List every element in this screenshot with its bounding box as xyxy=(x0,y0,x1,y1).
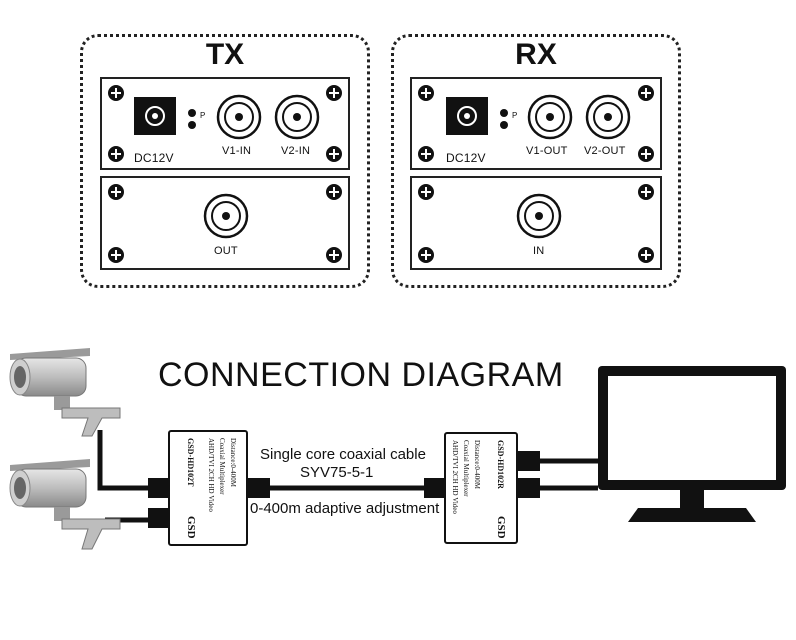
screw-icon xyxy=(638,184,654,200)
cctv-camera-icon xyxy=(9,348,121,437)
tx-panel-title: TX xyxy=(205,38,245,71)
tx-back-face: OUT xyxy=(100,176,350,270)
rx-device-desc1: AHD/TVI 2CH HD Video xyxy=(451,440,459,514)
tx-power-label: DC12V xyxy=(134,151,174,165)
cctv-camera-icon xyxy=(9,459,121,550)
screw-icon xyxy=(108,85,124,101)
tx-device-model: GSD-HD102T xyxy=(186,438,195,487)
bnc-connector-icon xyxy=(203,193,249,239)
tx-device: GSD-HD102T AHD/TVI 2CH HD Video Coaxial … xyxy=(168,430,248,546)
rx-device: AHD/TVI 2CH HD Video Coaxial Multiplexer… xyxy=(444,432,518,544)
screw-icon xyxy=(326,85,342,101)
bnc-plug-icon xyxy=(148,478,170,498)
dc-jack-icon xyxy=(446,97,488,135)
tx-panel-frame xyxy=(80,34,370,288)
screw-icon xyxy=(108,184,124,200)
screw-icon xyxy=(418,247,434,263)
camera1-cable xyxy=(97,430,152,491)
bnc-plug-icon xyxy=(248,478,270,498)
diagram-heading: CONNECTION DIAGRAM xyxy=(158,356,564,394)
distance-caption: 0-400m adaptive adjustment xyxy=(250,500,440,517)
rx-device-brand: GSD xyxy=(495,516,507,539)
bnc-plug-icon xyxy=(516,451,540,471)
screw-icon xyxy=(418,184,434,200)
tx-led-label: P xyxy=(200,111,206,120)
rx-back-face: IN xyxy=(410,176,662,270)
bnc-connector-icon xyxy=(216,94,262,140)
power-led-icon xyxy=(188,121,196,129)
tx-input1-label: V1-IN xyxy=(222,145,252,157)
rx-device-desc2: Coaxial Multiplexer xyxy=(462,440,470,497)
power-led-icon xyxy=(500,121,508,129)
rx-led-label: P xyxy=(512,111,518,120)
bnc-plug-icon xyxy=(424,478,446,498)
cable-caption-line1: Single core coaxial cable xyxy=(260,446,426,463)
rx-output1-label: V1-OUT xyxy=(526,145,568,157)
screw-icon xyxy=(638,247,654,263)
bnc-plug-icon xyxy=(516,478,540,498)
screw-icon xyxy=(326,146,342,162)
rx-power-label: DC12V xyxy=(446,151,486,165)
rx-input-label: IN xyxy=(533,245,545,257)
tx-output-label: OUT xyxy=(214,245,238,257)
screw-icon xyxy=(638,146,654,162)
bnc-connector-icon xyxy=(516,193,562,239)
screw-icon xyxy=(418,85,434,101)
tx-device-desc3: Distance:0-400M xyxy=(229,438,237,487)
tx-input2-label: V2-IN xyxy=(281,145,311,157)
rx-panel-frame xyxy=(391,34,681,288)
bnc-plug-icon xyxy=(148,508,170,528)
rx-device-model: GSD-HD102R xyxy=(496,440,505,489)
bnc-connector-icon xyxy=(274,94,320,140)
tx-device-desc2: Coaxial Multiplexer xyxy=(218,438,226,495)
tx-device-desc1: AHD/TVI 2CH HD Video xyxy=(207,438,215,512)
power-led-icon xyxy=(188,109,196,117)
tx-device-brand: GSD xyxy=(185,516,197,539)
screw-icon xyxy=(108,146,124,162)
rx-device-desc3: Distance:0-400M xyxy=(473,440,481,489)
rx-panel-title: RX xyxy=(515,38,557,71)
dc-jack-icon xyxy=(134,97,176,135)
power-led-icon xyxy=(500,109,508,117)
screw-icon xyxy=(108,247,124,263)
rx-front-face: DC12V P V1-OUT V2-OUT xyxy=(410,77,662,170)
screw-icon xyxy=(638,85,654,101)
monitor-icon xyxy=(598,366,786,522)
screw-icon xyxy=(418,146,434,162)
cable-caption-line2: SYV75-5-1 xyxy=(300,464,374,481)
rx-output2-label: V2-OUT xyxy=(584,145,626,157)
bnc-connector-icon xyxy=(527,94,573,140)
screw-icon xyxy=(326,247,342,263)
tx-front-face: DC12V P V1-IN V2-IN xyxy=(100,77,350,170)
bnc-connector-icon xyxy=(585,94,631,140)
screw-icon xyxy=(326,184,342,200)
